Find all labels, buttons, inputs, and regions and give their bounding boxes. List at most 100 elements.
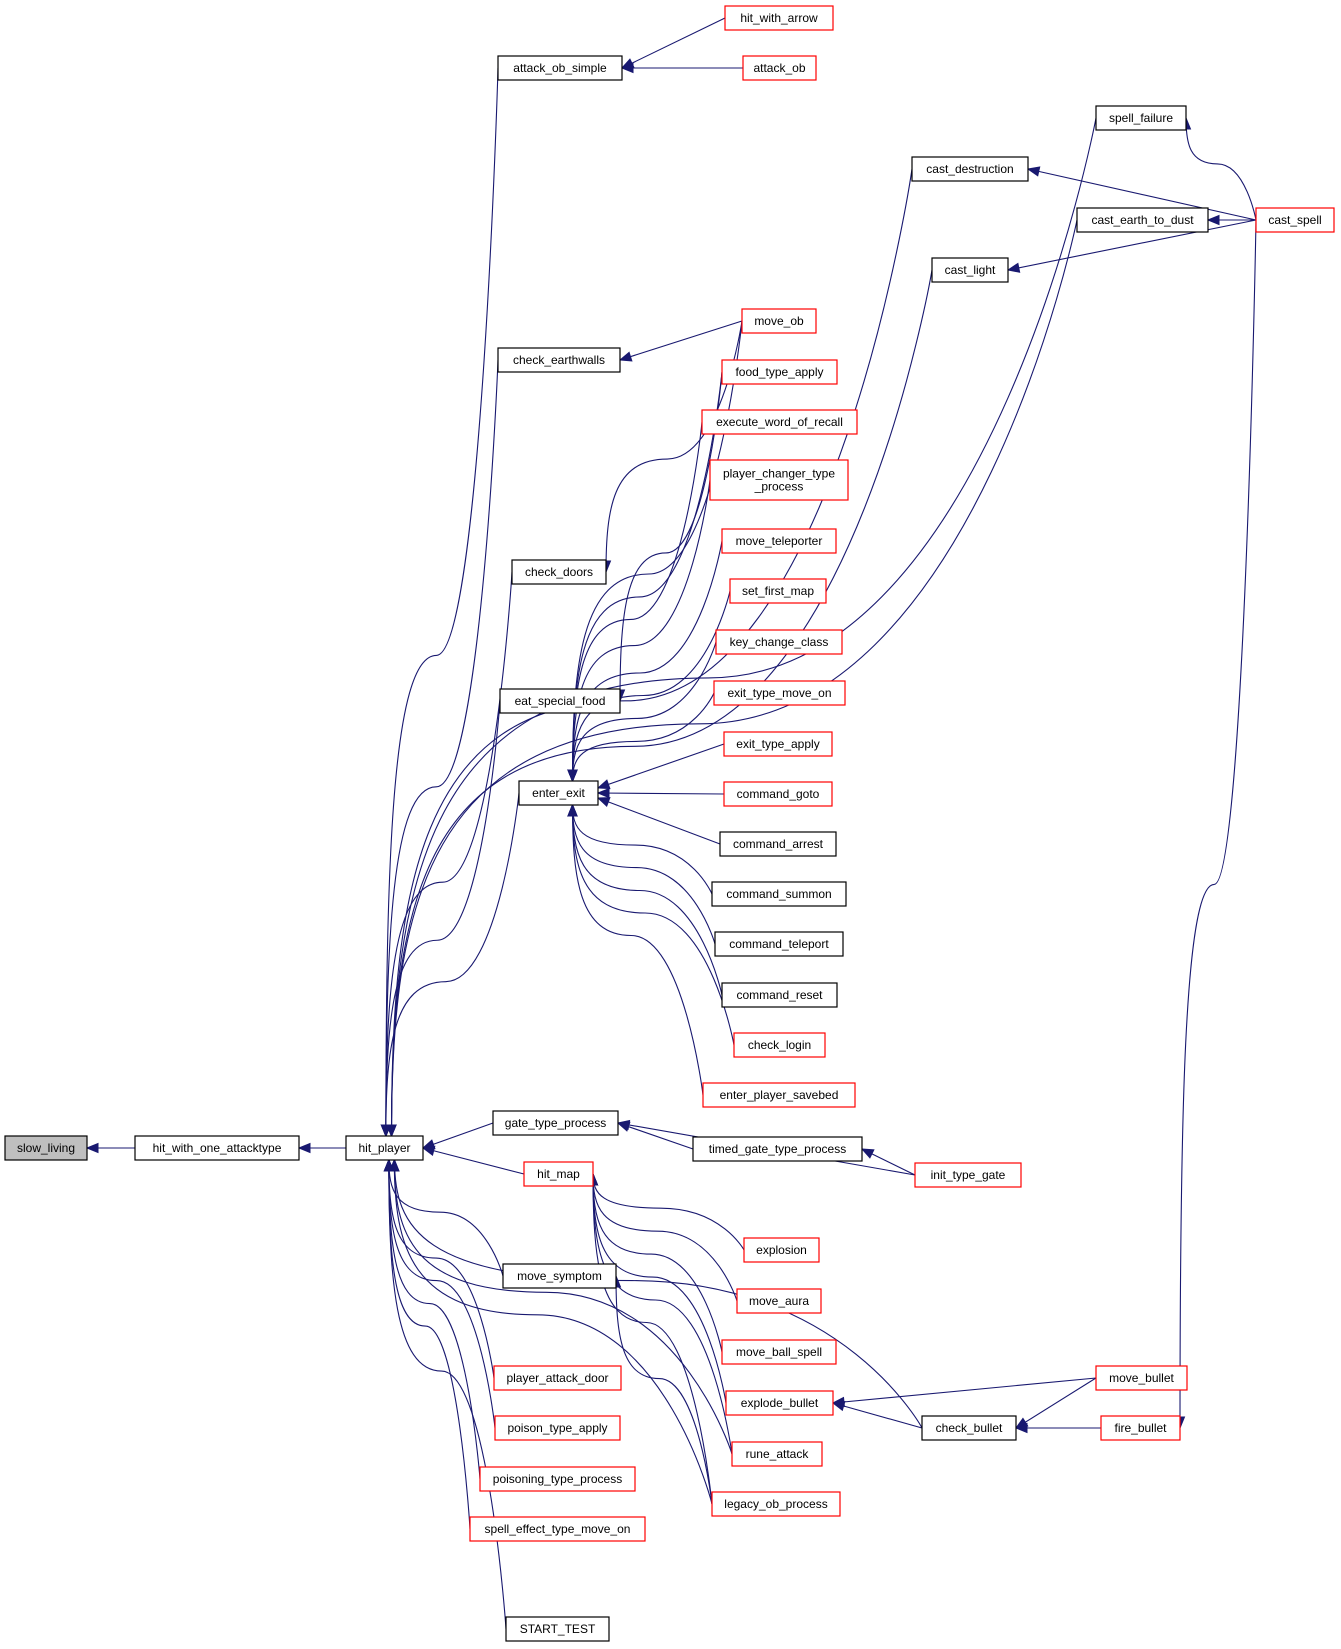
node-box[interactable]	[493, 1365, 622, 1391]
node-check-bullet[interactable]: check_bullet	[921, 1415, 1017, 1441]
node-eat-special-food[interactable]: eat_special_food	[499, 688, 621, 714]
node-move-aura[interactable]: move_aura	[736, 1288, 822, 1314]
node-box[interactable]	[723, 731, 833, 757]
node-hit-map[interactable]: hit_map	[523, 1161, 594, 1187]
node-box[interactable]	[743, 1237, 820, 1263]
node-box[interactable]	[911, 156, 1029, 182]
node-box[interactable]	[1255, 207, 1335, 233]
node-box[interactable]	[741, 308, 817, 334]
node-exit-type-move-on[interactable]: exit_type_move_on	[713, 680, 846, 706]
node-food-type-apply[interactable]: food_type_apply	[721, 359, 838, 385]
node-box[interactable]	[715, 629, 843, 655]
node-box[interactable]	[523, 1161, 594, 1187]
node-command-teleport[interactable]: command_teleport	[714, 931, 844, 957]
node-box[interactable]	[1095, 105, 1187, 131]
node-box[interactable]	[721, 982, 838, 1008]
node-cast-destruction[interactable]: cast_destruction	[911, 156, 1029, 182]
node-hit-with-one-attacktype[interactable]: hit_with_one_attacktype	[134, 1135, 300, 1161]
node-box[interactable]	[692, 1136, 863, 1162]
node-box[interactable]	[511, 559, 607, 585]
node-player-attack-door[interactable]: player_attack_door	[493, 1365, 622, 1391]
node-explode-bullet[interactable]: explode_bullet	[725, 1390, 834, 1416]
node-box[interactable]	[921, 1415, 1017, 1441]
node-box[interactable]	[742, 55, 817, 81]
node-box[interactable]	[1076, 207, 1209, 233]
node-hit-player[interactable]: hit_player	[345, 1135, 424, 1161]
node-command-goto[interactable]: command_goto	[723, 781, 833, 807]
node-poison-type-apply[interactable]: poison_type_apply	[494, 1415, 621, 1441]
node-legacy-ob-process[interactable]: legacy_ob_process	[711, 1491, 841, 1517]
node-box[interactable]	[505, 1616, 610, 1642]
node-box[interactable]	[711, 1491, 841, 1517]
node-box[interactable]	[723, 781, 833, 807]
node-box[interactable]	[134, 1135, 300, 1161]
node-box[interactable]	[1095, 1365, 1188, 1391]
node-box[interactable]	[729, 578, 827, 604]
node-box[interactable]	[479, 1466, 636, 1492]
node-move-symptom[interactable]: move_symptom	[502, 1263, 617, 1289]
node-timed-gate-type-process[interactable]: timed_gate_type_process	[692, 1136, 863, 1162]
node-box[interactable]	[709, 459, 849, 501]
node-box[interactable]	[914, 1162, 1022, 1188]
node-cast-earth-to-dust[interactable]: cast_earth_to_dust	[1076, 207, 1209, 233]
node-box[interactable]	[499, 688, 621, 714]
node-command-summon[interactable]: command_summon	[711, 881, 847, 907]
node-execute-word-of-recall[interactable]: execute_word_of_recall	[701, 409, 858, 435]
node-box[interactable]	[724, 5, 834, 31]
node-enter-player-savebed[interactable]: enter_player_savebed	[702, 1082, 856, 1108]
node-command-reset[interactable]: command_reset	[721, 982, 838, 1008]
node-box[interactable]	[721, 359, 838, 385]
node-attack-ob[interactable]: attack_ob	[742, 55, 817, 81]
node-box[interactable]	[469, 1516, 646, 1542]
node-cast-spell[interactable]: cast_spell	[1255, 207, 1335, 233]
node-rune-attack[interactable]: rune_attack	[731, 1441, 823, 1467]
node-move-ob[interactable]: move_ob	[741, 308, 817, 334]
node-poisoning-type-process[interactable]: poisoning_type_process	[479, 1466, 636, 1492]
node-box[interactable]	[492, 1110, 619, 1136]
node-set-first-map[interactable]: set_first_map	[729, 578, 827, 604]
node-start-test[interactable]: START_TEST	[505, 1616, 610, 1642]
node-box[interactable]	[931, 257, 1009, 283]
node-init-type-gate[interactable]: init_type_gate	[914, 1162, 1022, 1188]
node-spell-effect-type-move-on[interactable]: spell_effect_type_move_on	[469, 1516, 646, 1542]
node-box[interactable]	[731, 1441, 823, 1467]
node-cast-light[interactable]: cast_light	[931, 257, 1009, 283]
node-box[interactable]	[721, 1339, 837, 1365]
node-box[interactable]	[4, 1135, 88, 1161]
node-box[interactable]	[518, 780, 599, 806]
node-check-doors[interactable]: check_doors	[511, 559, 607, 585]
node-exit-type-apply[interactable]: exit_type_apply	[723, 731, 833, 757]
node-attack-ob-simple[interactable]: attack_ob_simple	[497, 55, 623, 81]
node-key-change-class[interactable]: key_change_class	[715, 629, 843, 655]
node-hit-with-arrow[interactable]: hit_with_arrow	[724, 5, 834, 31]
node-player-changer-type-process[interactable]: player_changer_type_process	[709, 459, 849, 501]
node-box[interactable]	[502, 1263, 617, 1289]
node-box[interactable]	[345, 1135, 424, 1161]
node-enter-exit[interactable]: enter_exit	[518, 780, 599, 806]
node-check-login[interactable]: check_login	[733, 1032, 826, 1058]
node-box[interactable]	[497, 55, 623, 81]
node-move-ball-spell[interactable]: move_ball_spell	[721, 1339, 837, 1365]
node-box[interactable]	[702, 1082, 856, 1108]
node-box[interactable]	[494, 1415, 621, 1441]
node-fire-bullet[interactable]: fire_bullet	[1100, 1415, 1181, 1441]
node-move-teleporter[interactable]: move_teleporter	[721, 528, 837, 554]
node-box[interactable]	[721, 528, 837, 554]
node-box[interactable]	[719, 831, 837, 857]
node-move-bullet[interactable]: move_bullet	[1095, 1365, 1188, 1391]
node-box[interactable]	[713, 680, 846, 706]
node-box[interactable]	[701, 409, 858, 435]
node-box[interactable]	[725, 1390, 834, 1416]
node-command-arrest[interactable]: command_arrest	[719, 831, 837, 857]
node-box[interactable]	[714, 931, 844, 957]
node-explosion[interactable]: explosion	[743, 1237, 820, 1263]
node-box[interactable]	[736, 1288, 822, 1314]
node-box[interactable]	[711, 881, 847, 907]
node-check-earthwalls[interactable]: check_earthwalls	[497, 347, 621, 373]
node-box[interactable]	[1100, 1415, 1181, 1441]
node-gate-type-process[interactable]: gate_type_process	[492, 1110, 619, 1136]
node-spell-failure[interactable]: spell_failure	[1095, 105, 1187, 131]
node-box[interactable]	[497, 347, 621, 373]
node-box[interactable]	[733, 1032, 826, 1058]
node-slow-living[interactable]: slow_living	[4, 1135, 88, 1161]
